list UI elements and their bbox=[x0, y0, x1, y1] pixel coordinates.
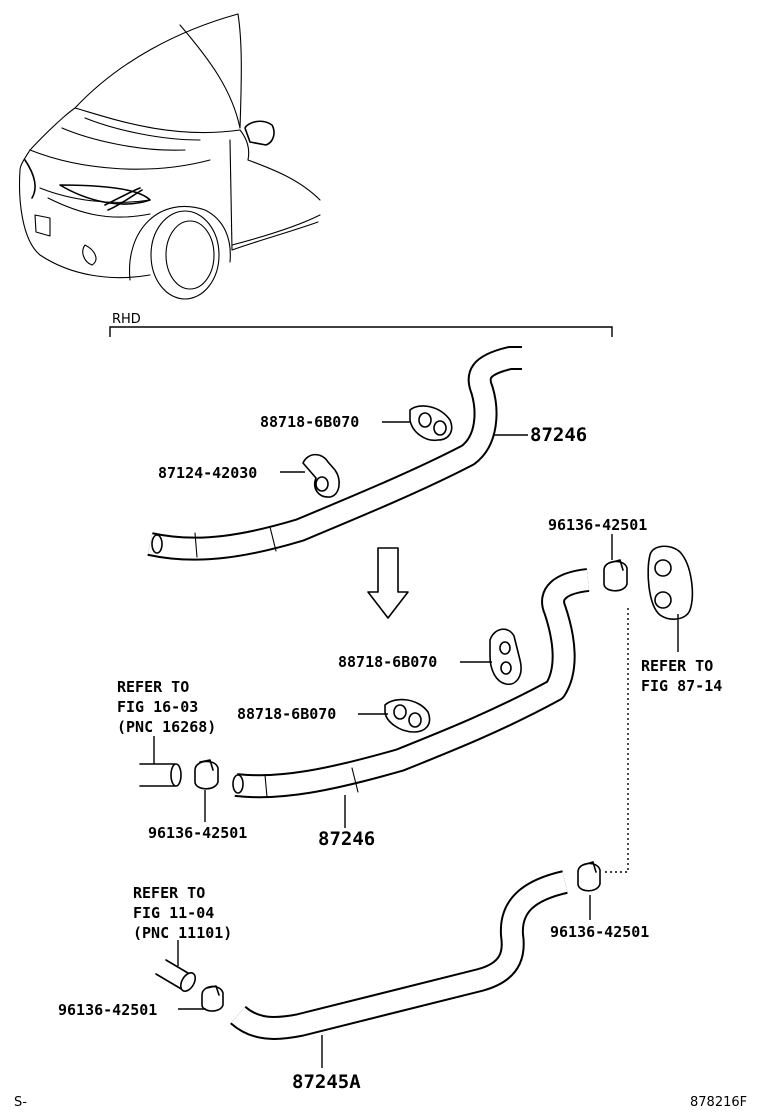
label-mid-clip-b: 88718-6B070 bbox=[237, 705, 336, 723]
label-refer-16-03-l3: (PNC 16268) bbox=[117, 718, 216, 736]
footer-left: S- bbox=[14, 1095, 27, 1110]
middle-hose bbox=[232, 568, 590, 799]
label-refer-16-03-l1: REFER TO bbox=[117, 678, 189, 696]
upper-clip-88718 bbox=[409, 405, 453, 442]
label-clamp-lower-right: 96136-42501 bbox=[550, 923, 649, 941]
clamp-mid-left bbox=[194, 759, 219, 790]
pipe-stub-left bbox=[139, 763, 182, 787]
footer-right: 878216F bbox=[690, 1095, 747, 1110]
label-mid-hose: 87246 bbox=[318, 828, 375, 850]
rhd-bracket: RHD bbox=[109, 312, 613, 337]
label-lower-hose: 87245A bbox=[292, 1071, 361, 1093]
vehicle-illustration bbox=[19, 13, 321, 300]
label-clamp-top-right: 96136-42501 bbox=[548, 516, 647, 534]
label-refer-87-14-l1: REFER TO bbox=[641, 657, 713, 675]
label-refer-16-03-l2: FIG 16-03 bbox=[117, 698, 198, 716]
lower-hose bbox=[230, 870, 568, 1040]
rhd-label: RHD bbox=[112, 312, 141, 327]
mid-clip-flat bbox=[384, 698, 431, 733]
label-refer-87-14-l2: FIG 87-14 bbox=[641, 677, 722, 695]
label-upper-hose: 87246 bbox=[530, 424, 587, 446]
clamp-lower-left bbox=[201, 985, 224, 1012]
pipe-stub-lower bbox=[155, 959, 197, 992]
label-refer-11-04-l3: (PNC 11101) bbox=[133, 924, 232, 942]
label-clamp-mid-left: 96136-42501 bbox=[148, 824, 247, 842]
label-upper-clip: 88718-6B070 bbox=[260, 413, 359, 431]
label-refer-11-04-l2: FIG 11-04 bbox=[133, 904, 214, 922]
label-mid-clip-a: 88718-6B070 bbox=[338, 653, 437, 671]
down-arrow bbox=[367, 547, 409, 619]
clamp-lower-right bbox=[577, 861, 601, 892]
mid-clip-upright bbox=[489, 628, 522, 685]
clamp-top-right bbox=[603, 559, 628, 592]
upper-hose bbox=[147, 346, 522, 561]
label-upper-clamp: 87124-42030 bbox=[158, 464, 257, 482]
label-refer-11-04-l1: REFER TO bbox=[133, 884, 205, 902]
upper-clamp-87124 bbox=[302, 453, 340, 498]
label-clamp-lower-left: 96136-42501 bbox=[58, 1001, 157, 1019]
grommet-plate bbox=[647, 545, 694, 620]
